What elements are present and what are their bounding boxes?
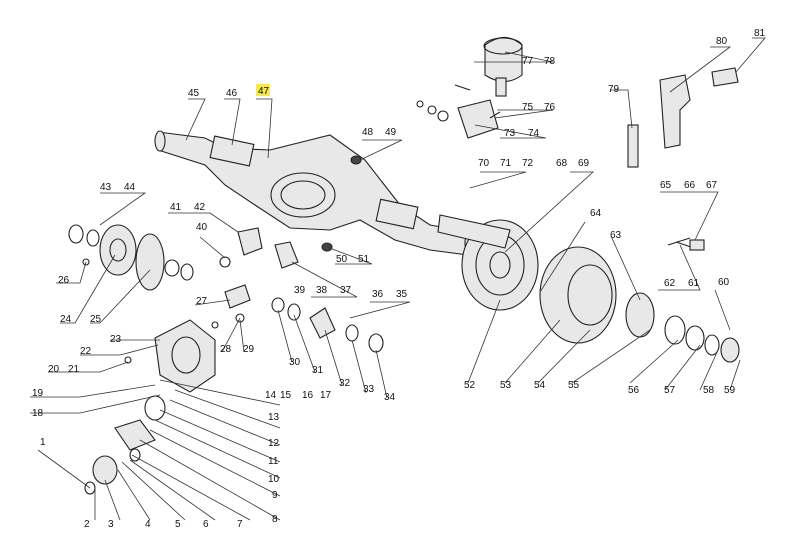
label-47: 47 <box>258 86 270 97</box>
label-69: 69 <box>578 158 590 169</box>
label-80: 80 <box>716 36 728 47</box>
label-45: 45 <box>188 88 200 99</box>
label-74: 74 <box>528 128 540 139</box>
leader-lines <box>30 37 766 521</box>
label-19: 19 <box>32 388 44 399</box>
label-57: 57 <box>664 385 676 396</box>
label-66: 66 <box>684 180 696 191</box>
label-16: 16 <box>302 390 314 401</box>
label-15: 15 <box>280 390 292 401</box>
label-35: 35 <box>396 289 408 300</box>
label-29: 29 <box>243 344 255 355</box>
label-41: 41 <box>170 202 182 213</box>
label-10: 10 <box>268 474 280 485</box>
label-8: 8 <box>272 514 278 525</box>
label-22: 22 <box>80 346 92 357</box>
brake-chamber <box>416 36 523 139</box>
label-13: 13 <box>268 412 280 423</box>
label-27: 27 <box>196 296 208 307</box>
label-26: 26 <box>58 275 70 286</box>
label-67: 67 <box>706 180 718 191</box>
label-38: 38 <box>316 285 328 296</box>
highlight-marker <box>256 84 270 96</box>
label-48: 48 <box>362 127 374 138</box>
label-62: 62 <box>664 278 676 289</box>
label-81: 81 <box>754 28 766 39</box>
label-30: 30 <box>289 357 301 368</box>
label-60: 60 <box>718 277 730 288</box>
label-79: 79 <box>608 84 620 95</box>
label-7: 7 <box>237 519 243 530</box>
label-21: 21 <box>68 364 80 375</box>
differential <box>68 224 384 495</box>
axle-housing <box>154 130 476 256</box>
label-4: 4 <box>145 519 151 530</box>
label-17: 17 <box>320 390 332 401</box>
label-32: 32 <box>339 378 351 389</box>
label-53: 53 <box>500 380 512 391</box>
label-46: 46 <box>226 88 238 99</box>
label-52: 52 <box>464 380 476 391</box>
label-3: 3 <box>108 519 114 530</box>
label-73: 73 <box>504 128 516 139</box>
label-63: 63 <box>610 230 622 241</box>
label-51: 51 <box>358 254 370 265</box>
label-31: 31 <box>312 365 324 376</box>
label-2: 2 <box>84 519 90 530</box>
label-61: 61 <box>688 278 700 289</box>
label-24: 24 <box>60 314 72 325</box>
label-76: 76 <box>544 102 556 113</box>
part-labels: 1 2 3 4 5 6 7 8 9 10 11 12 13 14 15 16 1… <box>32 28 766 530</box>
label-43: 43 <box>100 182 112 193</box>
label-56: 56 <box>628 385 640 396</box>
label-42: 42 <box>194 202 206 213</box>
label-25: 25 <box>90 314 102 325</box>
label-58: 58 <box>703 385 715 396</box>
label-49: 49 <box>385 127 397 138</box>
label-70: 70 <box>478 158 490 169</box>
label-64: 64 <box>590 208 602 219</box>
label-5: 5 <box>175 519 181 530</box>
label-50: 50 <box>336 254 348 265</box>
label-20: 20 <box>48 364 60 375</box>
label-1: 1 <box>40 437 46 448</box>
label-40: 40 <box>196 222 208 233</box>
brake-assembly <box>437 214 740 363</box>
label-59: 59 <box>724 385 736 396</box>
label-71: 71 <box>500 158 512 169</box>
label-78: 78 <box>544 56 556 67</box>
label-72: 72 <box>522 158 534 169</box>
label-44: 44 <box>124 182 136 193</box>
label-75: 75 <box>522 102 534 113</box>
label-39: 39 <box>294 285 306 296</box>
label-28: 28 <box>220 344 232 355</box>
label-68: 68 <box>556 158 568 169</box>
label-9: 9 <box>272 490 278 501</box>
slack-adjuster <box>627 67 739 168</box>
label-54: 54 <box>534 380 546 391</box>
label-55: 55 <box>568 380 580 391</box>
label-65: 65 <box>660 180 672 191</box>
label-6: 6 <box>203 519 209 530</box>
label-34: 34 <box>384 392 396 403</box>
label-33: 33 <box>363 384 375 395</box>
label-36: 36 <box>372 289 384 300</box>
label-18: 18 <box>32 408 44 419</box>
label-12: 12 <box>268 438 280 449</box>
label-11: 11 <box>268 456 279 467</box>
label-37: 37 <box>340 285 352 296</box>
label-77: 77 <box>522 56 534 67</box>
label-23: 23 <box>110 334 122 345</box>
label-14: 14 <box>265 390 277 401</box>
